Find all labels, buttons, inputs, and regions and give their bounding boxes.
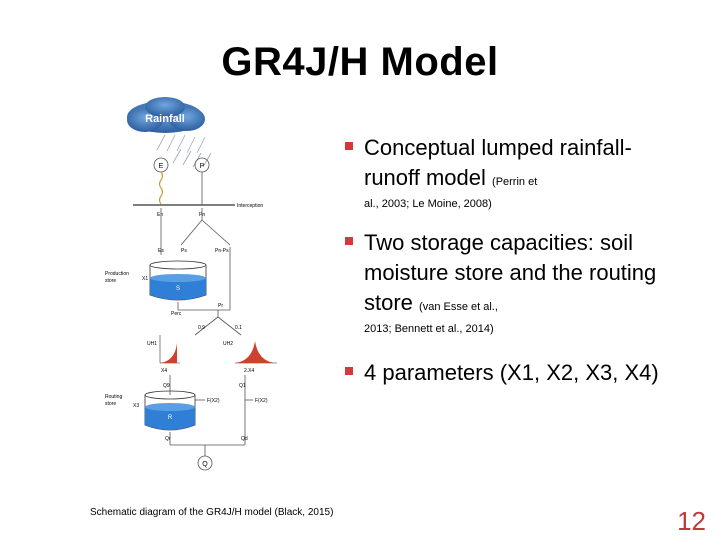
bullet-2-ref-a: (van Esse et al., [419,301,498,313]
routing-store-tank: R [144,390,196,431]
e-label: E [159,163,164,170]
s-label: S [176,286,180,292]
bullet-1-text: Conceptual lumped rainfall-runoff model … [364,133,672,193]
slide-title: GR4J/H Model [221,40,499,84]
x4-label: X4 [161,368,167,374]
gr4j-schematic-diagram: Rainfall E P Interception En Pn Es Ps Pn… [105,97,277,471]
bullet-marker-icon [345,367,353,375]
bullet-1-main: Conceptual lumped rainfall-runoff model [364,135,632,190]
split-right-line [217,316,242,336]
en-label: En [157,212,163,218]
ps-line [180,219,203,246]
bullet-2-ref-b: 2013; Bennett et al., 2014) [364,323,494,335]
fx2-label: F(X2) [207,398,220,404]
bullet-1-ref-a: (Perrin et [492,176,538,188]
diagram-caption: Schematic diagram of the GR4J/H model (B… [90,507,334,518]
r-label: R [168,415,173,421]
split-01-label: 0.1 [235,325,242,331]
q-node [197,455,213,471]
routing-label-1: Routing [105,394,122,400]
bullet-item-1: Conceptual lumped rainfall-runoff model … [342,133,672,215]
pnps-line [201,219,231,246]
fx2b-label: F(X2) [255,398,268,404]
pnps-label: Pn-Ps [215,248,229,254]
uh2-graph [235,341,277,364]
evaporation-arrow [158,171,164,205]
pr-label: Pr [218,303,223,309]
bullet-item-3: 4 parameters (X1, X2, X3, X4) [342,358,659,388]
bullet-item-2: Two storage capacities: soil moisture st… [342,228,672,340]
bullet-3-text: 4 parameters (X1, X2, X3, X4) [364,358,659,388]
qr-label: Qr [165,436,171,442]
page-number: 12 [677,506,706,536]
bullet-2-main: Two storage capacities: soil moisture st… [364,230,657,315]
qd-label: Qd [241,436,248,442]
bullet-1-ref-b: al., 2003; Le Moine, 2008) [364,198,492,210]
rain-streaks [156,134,212,168]
split-09-label: 0.9 [198,325,205,331]
rainfall-cloud-icon: Rainfall [127,97,205,133]
split-left-line [194,316,219,336]
x3-label: X3 [133,403,139,409]
perc-label: Perc [171,311,182,317]
production-label-1: Production [105,271,129,277]
es-label: Es [158,248,164,254]
x1-label: X1 [142,276,148,282]
uh2-label: UH2 [223,341,233,347]
production-label-2: store [105,278,116,284]
bullet-marker-icon [345,237,353,245]
uh1-label: UH1 [147,341,157,347]
bullet-marker-icon [345,142,353,150]
x4b-label: 2.X4 [244,368,255,374]
routing-label-2: store [105,401,116,407]
cloud-label: Rainfall [145,113,185,125]
q1-label: Q1 [239,383,246,389]
ps-label: Ps [181,248,187,254]
bullet-2-text: Two storage capacities: soil moisture st… [364,228,672,318]
p-label: P [200,163,205,170]
interception-label: Interception [237,203,263,209]
production-store-tank: S [149,260,207,301]
q9-label: Q9 [163,383,170,389]
uh1-graph [159,335,180,364]
bullet-3-main: 4 parameters (X1, X2, X3, X4) [364,360,659,385]
q-label: Q [202,461,208,468]
